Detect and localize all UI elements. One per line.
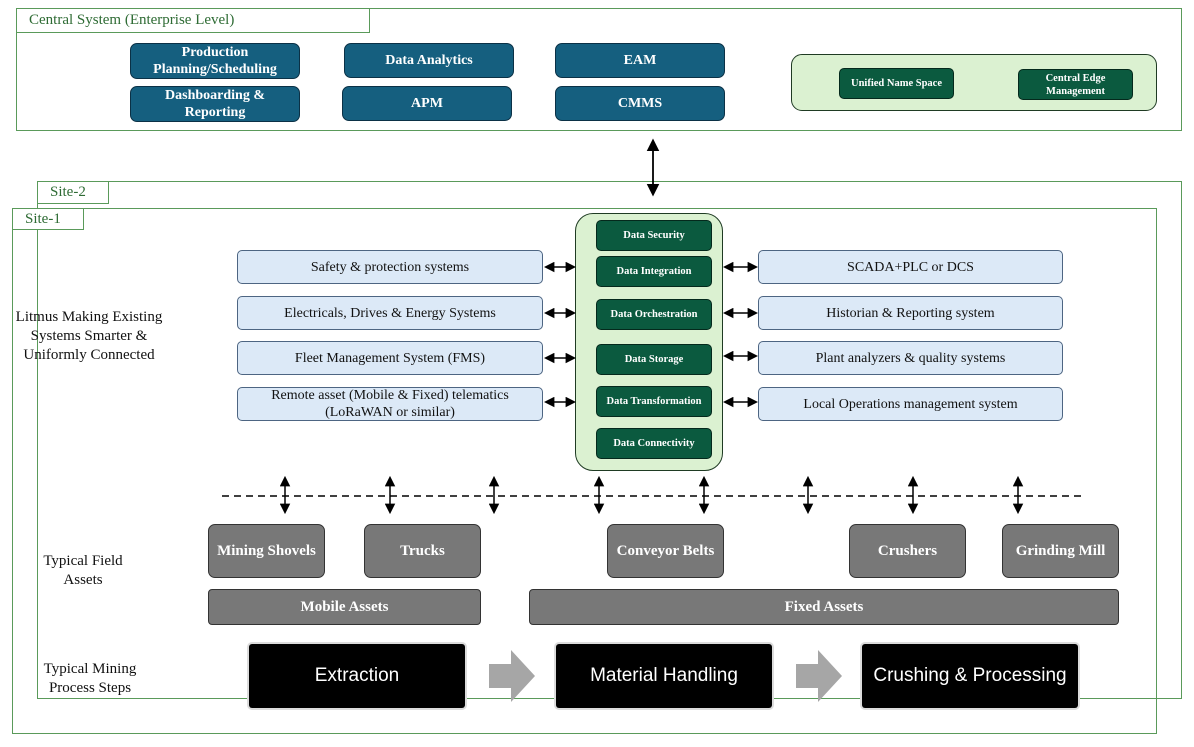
trucks-asset[interactable]: Trucks [364, 524, 481, 578]
data-integration-layer[interactable]: Data Integration [596, 256, 712, 287]
data-analytics-button[interactable]: Data Analytics [344, 43, 514, 78]
extraction-step[interactable]: Extraction [249, 644, 465, 708]
fleet-management-system-box[interactable]: Fleet Management System (FMS) [237, 341, 543, 375]
mining-shovels-asset[interactable]: Mining Shovels [208, 524, 325, 578]
process-steps-label: Typical Mining Process Steps [43, 661, 137, 696]
central-system-frame [16, 8, 1182, 131]
fixed-assets-bar[interactable]: Fixed Assets [529, 589, 1119, 625]
litmus-description: Litmus Making Existing Systems Smarter &… [15, 309, 163, 363]
central-edge-management-button[interactable]: Central Edge Management [1018, 69, 1133, 100]
cmms-button[interactable]: CMMS [555, 86, 725, 121]
mobile-assets-bar[interactable]: Mobile Assets [208, 589, 481, 625]
eam-button[interactable]: EAM [555, 43, 725, 78]
apm-button[interactable]: APM [342, 86, 512, 121]
conveyor-belts-asset[interactable]: Conveyor Belts [607, 524, 724, 578]
site-1-label: Site-1 [12, 208, 84, 230]
crushing-processing-step[interactable]: Crushing & Processing [862, 644, 1078, 708]
data-storage-layer[interactable]: Data Storage [596, 344, 712, 375]
site-1-frame [12, 208, 1157, 734]
scada-plc-dcs-box[interactable]: SCADA+PLC or DCS [758, 250, 1063, 284]
electricals-drives-energy-box[interactable]: Electricals, Drives & Energy Systems [237, 296, 543, 330]
crushers-asset[interactable]: Crushers [849, 524, 966, 578]
data-connectivity-layer[interactable]: Data Connectivity [596, 428, 712, 459]
data-transformation-layer[interactable]: Data Transformation [596, 386, 712, 417]
central-system-label: Central System (Enterprise Level) [16, 8, 370, 33]
unified-name-space-button[interactable]: Unified Name Space [839, 68, 954, 99]
process-arrow-2 [796, 650, 842, 702]
dashboarding-reporting-button[interactable]: Dashboarding & Reporting [130, 86, 300, 122]
safety-protection-systems-box[interactable]: Safety & protection systems [237, 250, 543, 284]
process-arrow-1 [489, 650, 535, 702]
data-security-layer[interactable]: Data Security [596, 220, 712, 251]
historian-reporting-box[interactable]: Historian & Reporting system [758, 296, 1063, 330]
field-assets-label: Typical Field Assets [43, 553, 123, 588]
grinding-mill-asset[interactable]: Grinding Mill [1002, 524, 1119, 578]
production-planning-button[interactable]: Production Planning/Scheduling [130, 43, 300, 79]
site-2-label: Site-2 [37, 181, 109, 204]
local-operations-box[interactable]: Local Operations management system [758, 387, 1063, 421]
plant-analyzers-box[interactable]: Plant analyzers & quality systems [758, 341, 1063, 375]
data-orchestration-layer[interactable]: Data Orchestration [596, 299, 712, 330]
remote-asset-telematics-box[interactable]: Remote asset (Mobile & Fixed) telematics… [237, 387, 543, 421]
material-handling-step[interactable]: Material Handling [556, 644, 772, 708]
